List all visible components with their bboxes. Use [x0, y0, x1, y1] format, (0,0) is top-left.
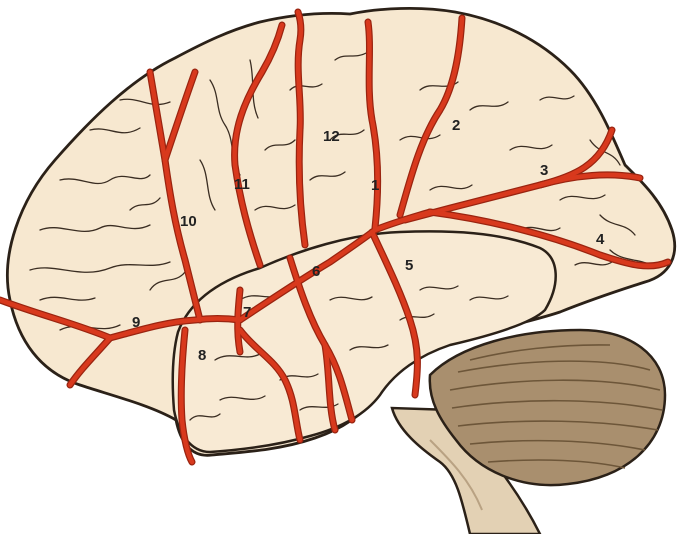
label-7: 7	[243, 304, 251, 321]
label-3: 3	[540, 162, 548, 179]
label-12: 12	[323, 128, 340, 145]
label-5: 5	[405, 257, 413, 274]
label-1: 1	[371, 177, 379, 194]
label-8: 8	[198, 347, 206, 364]
label-6: 6	[312, 263, 320, 280]
label-10: 10	[180, 213, 197, 230]
label-11: 11	[234, 176, 250, 193]
label-9: 9	[132, 314, 140, 331]
label-4: 4	[596, 231, 605, 248]
label-2: 2	[452, 117, 460, 134]
